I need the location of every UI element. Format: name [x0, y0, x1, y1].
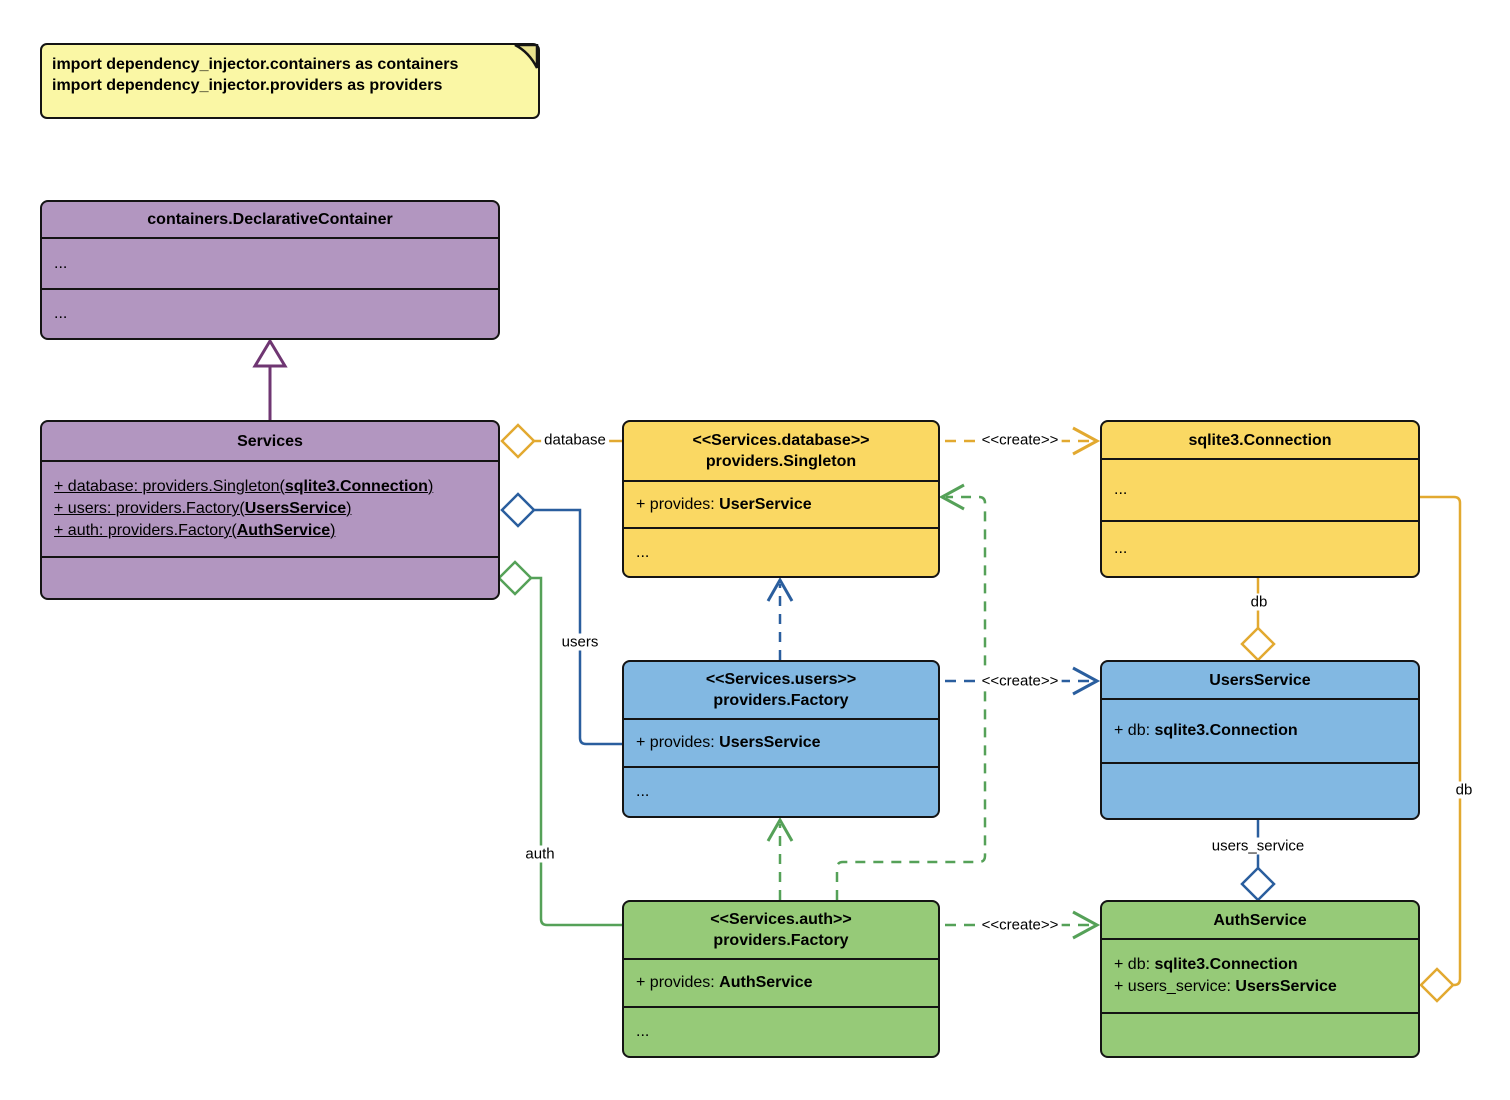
class-title: <<Services.users>> providers.Factory — [624, 662, 938, 720]
edge-users-line — [534, 508, 622, 746]
aggregation-diamond-icon — [500, 423, 536, 459]
edge-label-users-service: users_service — [1208, 837, 1308, 855]
class-section-empty — [1102, 764, 1418, 818]
class-title: containers.DeclarativeContainer — [42, 202, 498, 239]
class-attributes: + database: providers.Singleton(sqlite3.… — [42, 462, 498, 558]
class-title: sqlite3.Connection — [1102, 422, 1418, 460]
note-line: import dependency_injector.containers as… — [52, 56, 459, 73]
edge-label-database: database — [541, 431, 609, 449]
class-title: UsersService — [1102, 662, 1418, 700]
class-title: <<Services.auth>> providers.Factory — [624, 902, 938, 960]
class-title-text: providers.Factory — [713, 692, 849, 709]
class-users-service: UsersService + db: sqlite3.Connection — [1100, 660, 1420, 820]
edge-auth-line — [531, 576, 622, 927]
class-section-dots: ... — [54, 305, 68, 322]
attribute-database: + database: providers.Singleton(sqlite3.… — [54, 478, 434, 495]
class-title: AuthService — [1102, 902, 1418, 940]
class-singleton-database: <<Services.database>> providers.Singleto… — [622, 420, 940, 578]
edge-db-auth-line — [1420, 495, 1462, 987]
dependency-arrowhead-icon — [766, 816, 794, 842]
attribute-provides: + provides: UserService — [624, 482, 938, 529]
create-arrowhead-icon — [1072, 666, 1101, 696]
edge-label-db-users: db — [1247, 593, 1271, 611]
dependency-arrowhead-icon — [766, 576, 794, 602]
class-attributes: + db: sqlite3.Connection + users_service… — [1102, 940, 1418, 1014]
aggregation-diamond-icon — [1240, 866, 1276, 902]
class-section-dots: ... — [636, 783, 650, 800]
code-note: import dependency_injector.containers as… — [40, 43, 540, 119]
attribute-provides: + provides: UsersService — [624, 720, 938, 768]
class-section-empty — [1102, 1014, 1418, 1056]
create-arrowhead-icon — [1072, 910, 1101, 940]
attribute-auth: + auth: providers.Factory(AuthService) — [54, 522, 336, 539]
note-fold-icon — [514, 44, 539, 69]
class-section-dots: ... — [636, 543, 650, 561]
class-sqlite-connection: sqlite3.Connection ... ... — [1100, 420, 1420, 578]
class-title: Services — [42, 422, 498, 462]
edge-label-create-db: <<create>> — [978, 431, 1062, 449]
class-factory-auth: <<Services.auth>> providers.Factory + pr… — [622, 900, 940, 1058]
dependency-arrowhead-icon — [938, 483, 965, 511]
attribute-provides: + provides: AuthService — [624, 960, 938, 1008]
attribute-users-service: + users_service: UsersService — [1114, 978, 1337, 995]
create-arrowhead-icon — [1072, 426, 1101, 456]
class-stereotype: <<Services.users>> — [705, 671, 857, 688]
aggregation-diamond-icon — [500, 492, 536, 528]
class-stereotype: <<Services.auth>> — [710, 911, 852, 928]
class-services: Services + database: providers.Singleton… — [40, 420, 500, 600]
class-auth-service: AuthService + db: sqlite3.Connection + u… — [1100, 900, 1420, 1058]
edge-label-auth: auth — [522, 845, 558, 863]
edge-label-db-auth: db — [1452, 781, 1476, 799]
class-declarative-container: containers.DeclarativeContainer ... ... — [40, 200, 500, 340]
class-title-text: providers.Singleton — [705, 453, 857, 470]
edge-label-create-auth: <<create>> — [978, 916, 1062, 934]
attribute-users: + users: providers.Factory(UsersService) — [54, 500, 352, 517]
generalization-triangle-icon — [252, 338, 288, 368]
class-stereotype: <<Services.database>> — [692, 432, 870, 449]
note-line: import dependency_injector.providers as … — [52, 77, 443, 94]
class-section-dots: ... — [1102, 460, 1418, 522]
attribute-db: + db: sqlite3.Connection — [1102, 700, 1418, 764]
class-section-dots: ... — [42, 239, 498, 290]
aggregation-diamond-icon — [1419, 967, 1455, 1003]
class-title-text: providers.Factory — [713, 932, 849, 949]
class-section-empty — [42, 558, 498, 598]
aggregation-diamond-icon — [1240, 626, 1276, 662]
class-factory-users: <<Services.users>> providers.Factory + p… — [622, 660, 940, 818]
edge-label-create-users: <<create>> — [978, 672, 1062, 690]
class-section-dots: ... — [636, 1023, 650, 1040]
class-title: <<Services.database>> providers.Singleto… — [624, 422, 938, 482]
aggregation-diamond-icon — [497, 560, 533, 596]
attribute-db: + db: sqlite3.Connection — [1114, 956, 1298, 973]
edge-label-users: users — [558, 633, 602, 651]
edge-dep-auth-singleton-line — [835, 495, 987, 900]
class-section-dots: ... — [1114, 540, 1128, 557]
